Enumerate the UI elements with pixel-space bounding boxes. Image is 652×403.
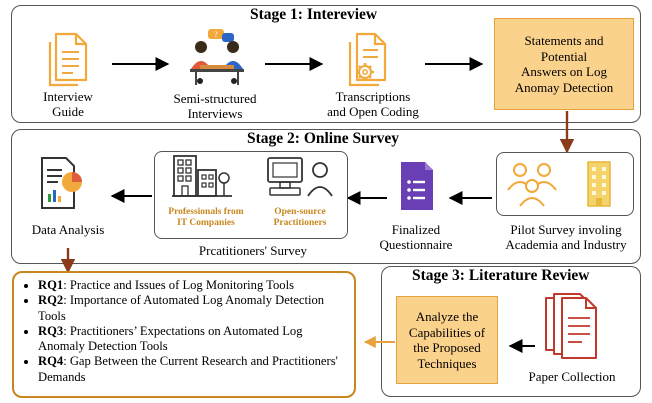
interview-people-icon: ? xyxy=(190,29,244,85)
report-chart-icon xyxy=(41,157,82,209)
rq-item: RQ2: Importance of Automated Log Anomaly… xyxy=(38,293,350,324)
svg-text:?: ? xyxy=(214,30,218,39)
building-icon xyxy=(587,161,611,207)
practitioners-survey-label: Prcatitioners' Survey xyxy=(198,243,308,258)
document-gear-icon xyxy=(348,32,387,87)
rq-item: RQ3: Practitioners’ Expectations on Auto… xyxy=(38,324,350,355)
rq-item: RQ4: Gap Between the Current Research an… xyxy=(38,354,350,385)
finalized-label: Finalized Questionnaire xyxy=(379,222,453,252)
pilot-survey-box xyxy=(496,152,634,216)
stage2-title: Stage 2: Online Survey xyxy=(247,130,399,147)
rq-item: RQ1: Practice and Issues of Log Monitori… xyxy=(38,278,350,293)
document-icon xyxy=(48,32,88,87)
open-source-label: Open-source Practitioners xyxy=(273,207,327,228)
statements-box: Statements and Potential Answers on Log … xyxy=(494,18,634,110)
professionals-label: Professionals from IT Companies xyxy=(168,207,244,228)
transcriptions-label: Transcriptions and Open Coding xyxy=(327,89,419,119)
office-building-icon xyxy=(172,155,232,197)
research-questions-box: RQ1: Practice and Issues of Log Monitori… xyxy=(12,271,356,398)
semi-structured-label: Semi-structured Interviews xyxy=(173,91,257,121)
pilot-label: Pilot Survey involing Academia and Indus… xyxy=(505,222,627,252)
analyze-text: Analyze the Capabilities of the Proposed… xyxy=(408,309,486,371)
papers-icon xyxy=(545,293,597,359)
form-icon xyxy=(401,162,433,210)
statements-text: Statements and Potential Answers on Log … xyxy=(514,33,614,95)
group-people-icon xyxy=(507,163,557,207)
paper-collection-label: Paper Collection xyxy=(528,369,616,384)
rq-list: RQ1: Practice and Issues of Log Monitori… xyxy=(14,278,350,385)
computer-user-icon xyxy=(267,157,333,197)
analyze-box: Analyze the Capabilities of the Proposed… xyxy=(396,296,498,384)
interview-guide-label: Interview Guide xyxy=(43,89,93,119)
stage3-title: Stage 3: Literature Review xyxy=(412,267,590,284)
stage1-title: Stage 1: Intereview xyxy=(250,6,378,23)
data-analysis-label: Data Analysis xyxy=(31,222,105,237)
